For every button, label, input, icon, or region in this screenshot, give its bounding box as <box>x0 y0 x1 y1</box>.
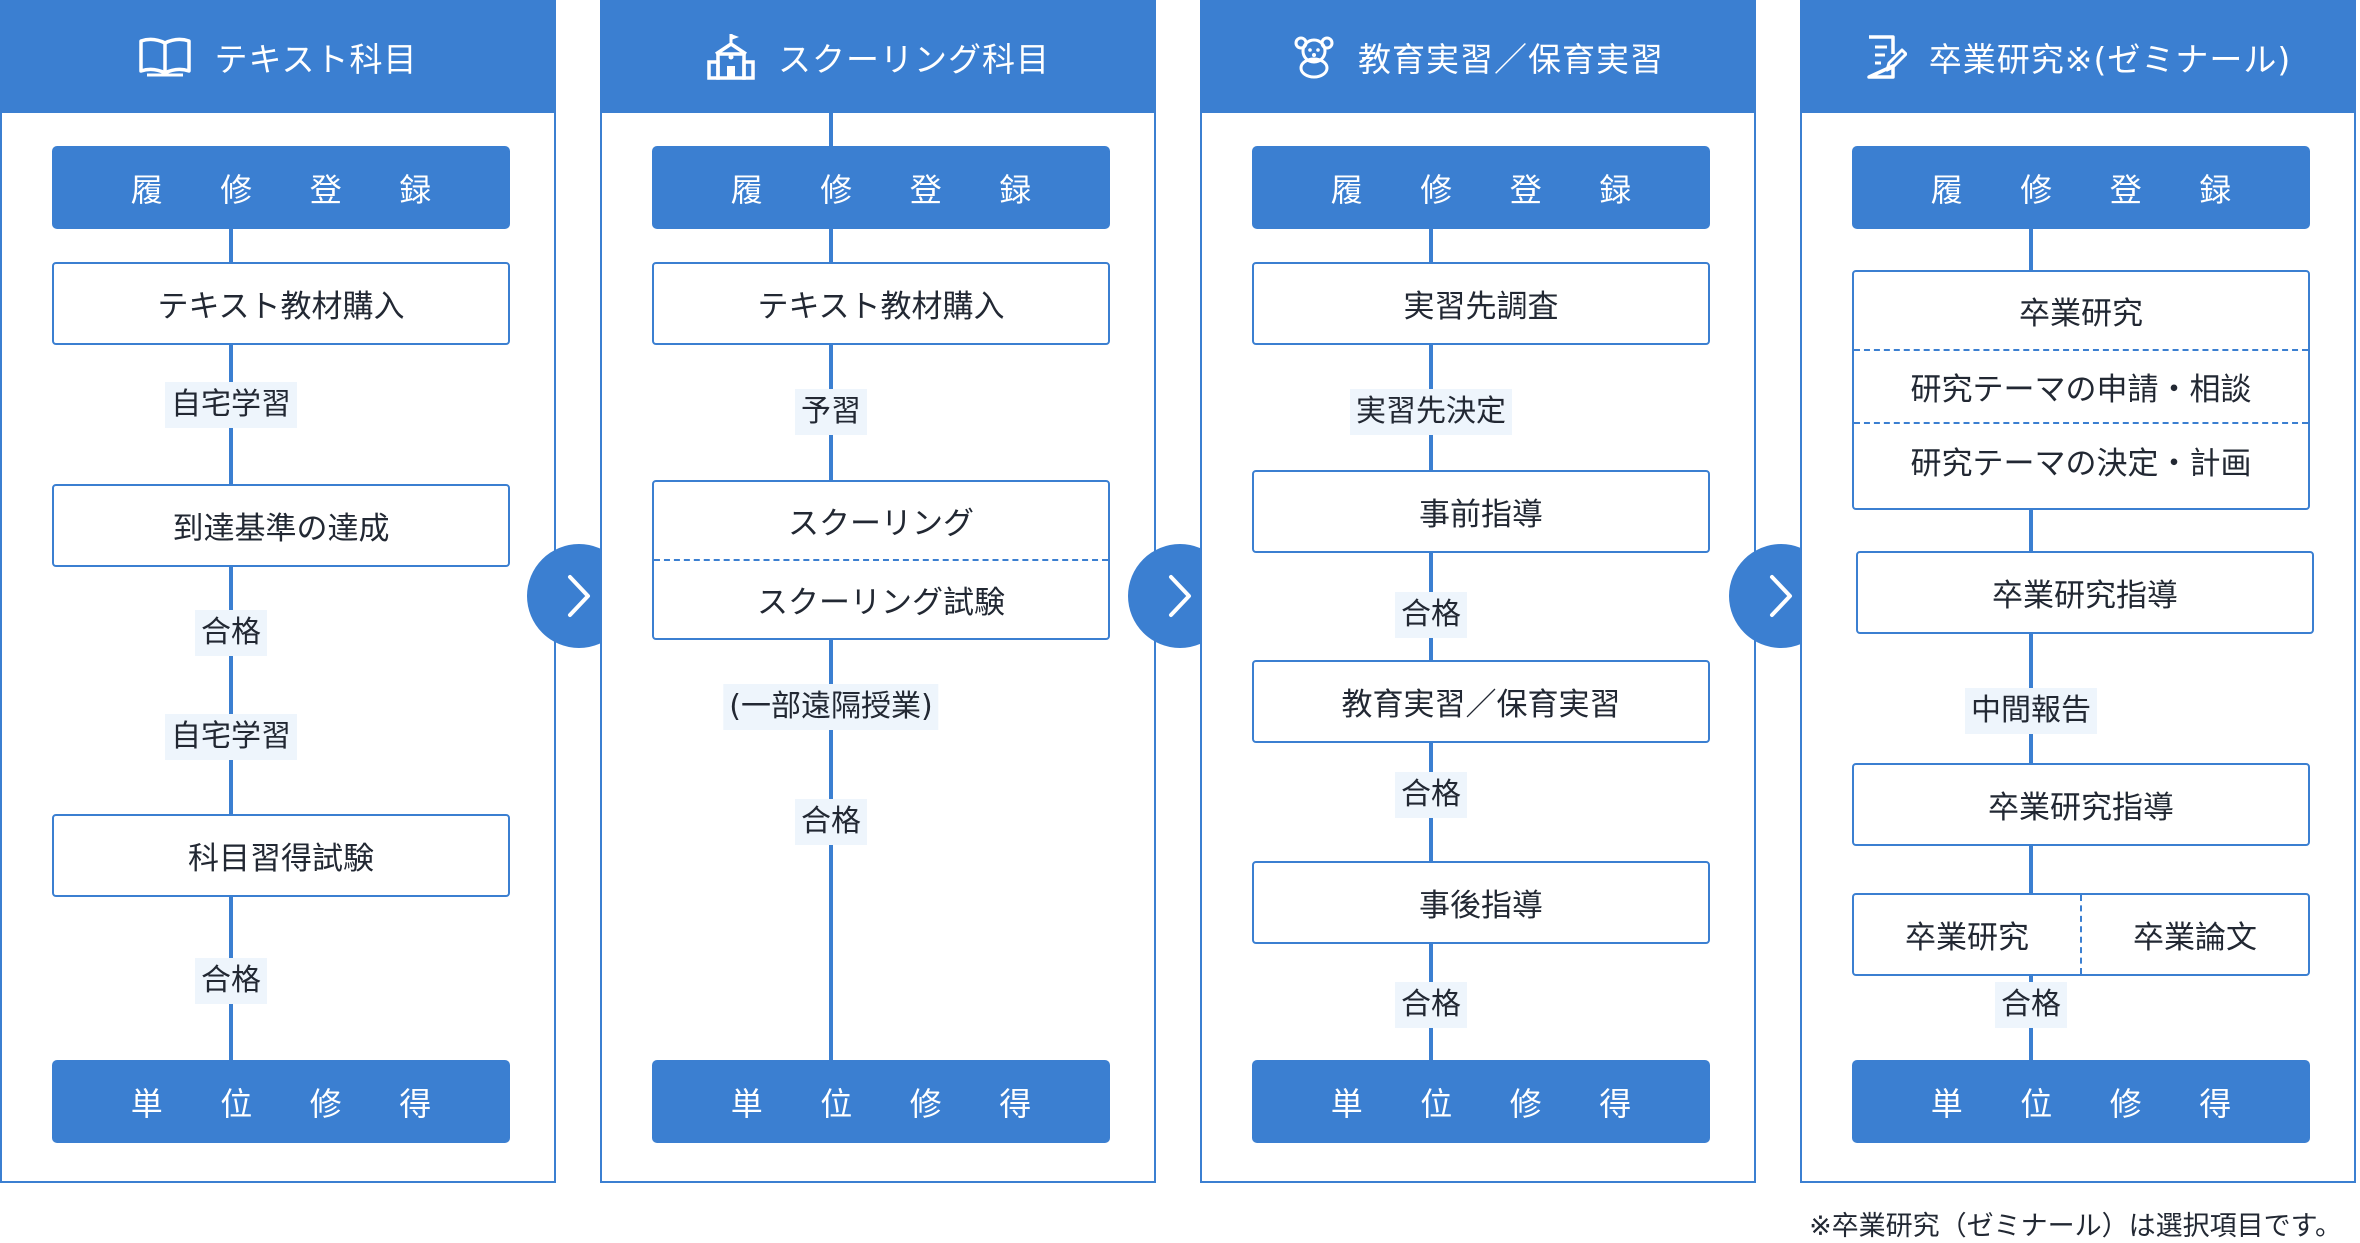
char: 登 <box>1509 170 1542 209</box>
step-box: 実習先調査 <box>1252 262 1710 345</box>
research-triple-box: 卒業研究 研究テーマの申請・相談 研究テーマの決定・計画 <box>1852 270 2310 510</box>
enrollment-box: 履 修 登 録 <box>52 146 510 229</box>
credit-box: 単 位 修 得 <box>52 1060 510 1143</box>
char: 修 <box>1509 1084 1542 1123</box>
step-label: 自宅学習 <box>165 382 297 428</box>
credit-box: 単 位 修 得 <box>652 1060 1110 1143</box>
panel-title: 教育実習／保育実習 <box>1358 39 1664 79</box>
panel-title: 卒業研究※(ゼミナール) <box>1928 39 2292 79</box>
char: 履 <box>130 170 163 209</box>
connector-line <box>1429 228 1433 1060</box>
panel-graduation-research: 卒業研究※(ゼミナール) 履 修 登 録 卒業研究 研究テーマの申請・相談 研究… <box>1800 0 2356 1183</box>
split-row: 研究テーマの申請・相談 <box>1854 349 2308 422</box>
document-pen-icon <box>1867 34 1907 79</box>
chevron-right-icon <box>568 575 590 617</box>
schooling-split-box: スクーリング スクーリング試験 <box>652 480 1110 640</box>
panel-schooling-subjects: スクーリング科目 履 修 登 録 テキスト教材購入 予習 スクーリング スクーリ… <box>600 0 1156 1183</box>
step-label: 合格 <box>795 799 867 845</box>
char: 登 <box>309 170 342 209</box>
split-row: 研究テーマの決定・計画 <box>1854 422 2308 496</box>
credit-box: 単 位 修 得 <box>1852 1060 2310 1143</box>
char: 修 <box>309 1084 342 1123</box>
panel-header: 卒業研究※(ゼミナール) <box>1800 0 2356 113</box>
chevron-right-icon <box>1770 575 1792 617</box>
split-cell: 卒業研究 <box>1905 920 2029 956</box>
step-box: テキスト教材購入 <box>52 262 510 345</box>
char: 登 <box>909 170 942 209</box>
step-label: 合格 <box>1395 982 1467 1028</box>
step-label: 予習 <box>795 389 867 435</box>
char: 登 <box>2109 170 2142 209</box>
split-cell: 卒業論文 <box>2080 895 2308 974</box>
book-icon <box>139 37 192 76</box>
enrollment-box: 履 修 登 録 <box>1852 146 2310 229</box>
char: 単 <box>730 1084 763 1123</box>
char: 履 <box>730 170 763 209</box>
char: 録 <box>999 170 1032 209</box>
panel-title: スクーリング科目 <box>778 39 1050 79</box>
char: 位 <box>1420 1084 1453 1123</box>
char: 得 <box>1599 1084 1632 1123</box>
char: 修 <box>909 1084 942 1123</box>
split-row: 卒業研究 <box>2019 296 2143 332</box>
panel-header: スクーリング科目 <box>600 0 1156 113</box>
step-label: 自宅学習 <box>165 714 297 760</box>
char: 修 <box>2020 170 2053 209</box>
char: 履 <box>1930 170 1963 209</box>
step-box: 卒業研究指導 <box>1852 763 2310 846</box>
step-box: テキスト教材購入 <box>652 262 1110 345</box>
panel-header: テキスト科目 <box>0 0 556 113</box>
step-box: 教育実習／保育実習 <box>1252 660 1710 743</box>
char: 録 <box>1599 170 1632 209</box>
step-label: 合格 <box>1395 592 1467 638</box>
step-label: 合格 <box>1395 772 1467 818</box>
step-box: 卒業研究指導 <box>1856 551 2314 634</box>
char: 修 <box>220 170 253 209</box>
char: 位 <box>220 1084 253 1123</box>
char: 単 <box>1930 1084 1963 1123</box>
step-label: 合格 <box>1995 982 2067 1028</box>
step-box: 事前指導 <box>1252 470 1710 553</box>
teddy-bear-icon <box>1294 36 1334 78</box>
char: 修 <box>2109 1084 2142 1123</box>
char: 単 <box>130 1084 163 1123</box>
char: 得 <box>2199 1084 2232 1123</box>
step-label: 実習先決定 <box>1350 389 1512 435</box>
panel-practicum: 教育実習／保育実習 履 修 登 録 実習先調査 実習先決定 事前指導 合格 教育… <box>1200 0 1756 1183</box>
panel-header: 教育実習／保育実習 <box>1200 0 1756 113</box>
school-building-icon <box>707 33 755 80</box>
split-row: スクーリング <box>788 506 974 542</box>
chevron-right-icon <box>1169 575 1191 617</box>
char: 位 <box>2020 1084 2053 1123</box>
char: 得 <box>399 1084 432 1123</box>
connector-line <box>2029 228 2033 1060</box>
step-box: 科目習得試験 <box>52 814 510 897</box>
split-row: スクーリング試験 <box>654 559 1108 638</box>
thesis-split-box: 卒業研究 卒業論文 <box>1852 893 2310 976</box>
char: 単 <box>1330 1084 1363 1123</box>
panel-title: テキスト科目 <box>214 39 418 79</box>
char: 修 <box>820 170 853 209</box>
footnote: ※卒業研究（ゼミナール）は選択項目です。 <box>1809 1211 2342 1242</box>
char: 得 <box>999 1084 1032 1123</box>
step-label: 中間報告 <box>1965 688 2097 734</box>
credit-box: 単 位 修 得 <box>1252 1060 1710 1143</box>
char: 位 <box>820 1084 853 1123</box>
step-label: (一部遠隔授業) <box>723 684 939 730</box>
char: 修 <box>1420 170 1453 209</box>
char: 録 <box>2199 170 2232 209</box>
enrollment-box: 履 修 登 録 <box>1252 146 1710 229</box>
step-label: 合格 <box>195 958 267 1004</box>
step-box: 事後指導 <box>1252 861 1710 944</box>
char: 録 <box>399 170 432 209</box>
panel-text-subjects: テキスト科目 履 修 登 録 テキスト教材購入 自宅学習 到達基準の達成 合格 … <box>0 0 556 1183</box>
step-box: 到達基準の達成 <box>52 484 510 567</box>
step-label: 合格 <box>195 610 267 656</box>
char: 履 <box>1330 170 1363 209</box>
enrollment-box: 履 修 登 録 <box>652 146 1110 229</box>
